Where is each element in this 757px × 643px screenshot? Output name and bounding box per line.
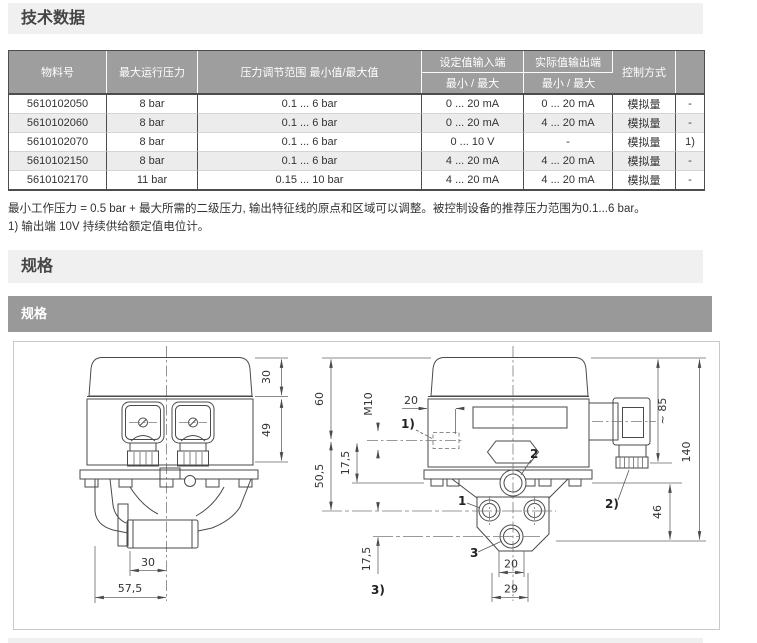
cell-range: 0.1 ... 6 bar	[198, 113, 422, 132]
table-row: 5610102150 8 bar 0.1 ... 6 bar 4 ... 20 …	[9, 151, 704, 170]
cell-footnote: 1)	[676, 132, 704, 151]
cell-max-pressure: 8 bar	[107, 132, 198, 151]
cell-part-number: 5610102060	[9, 113, 107, 132]
cell-max-pressure: 8 bar	[107, 93, 198, 113]
cell-range: 0.1 ... 6 bar	[198, 151, 422, 170]
footnote-min-pressure: 最小工作压力 = 0.5 bar + 最大所需的二级压力, 输出特征线的原点和区…	[8, 203, 646, 215]
cell-control: 模拟量	[613, 151, 676, 170]
cell-part-number: 5610102170	[9, 170, 107, 189]
cell-max-pressure: 8 bar	[107, 151, 198, 170]
footnote-output-10v: 1) 输出端 10V 持续供给额定值电位计。	[8, 220, 210, 233]
subheader-minmax-input: 最小 / 最大	[422, 73, 524, 93]
cell-output: 4 ... 20 mA	[524, 151, 613, 170]
col-header-setpoint-input: 设定值输入端	[422, 51, 524, 73]
cell-max-pressure: 11 bar	[107, 170, 198, 189]
cell-part-number: 5610102070	[9, 132, 107, 151]
cell-range: 0.1 ... 6 bar	[198, 132, 422, 151]
cell-input: 0 ... 10 V	[422, 132, 524, 151]
col-header-max-pressure: 最大运行压力	[107, 51, 198, 93]
cell-input: 0 ... 20 mA	[422, 93, 524, 113]
table-row: 5610102170 11 bar 0.15 ... 10 bar 4 ... …	[9, 170, 704, 189]
cell-output: 4 ... 20 mA	[524, 170, 613, 189]
col-header-actual-output: 实际值输出端	[524, 51, 613, 73]
col-header-control-mode: 控制方式	[613, 51, 676, 93]
footnotes: 最小工作压力 = 0.5 bar + 最大所需的二级压力, 输出特征线的原点和区…	[8, 201, 752, 236]
cell-input: 4 ... 20 mA	[422, 151, 524, 170]
cell-output: -	[524, 132, 613, 151]
cell-part-number: 5610102050	[9, 93, 107, 113]
col-header-part-number: 物料号	[9, 51, 107, 93]
table-row: 5610102060 8 bar 0.1 ... 6 bar 0 ... 20 …	[9, 113, 704, 132]
next-section-edge	[8, 638, 703, 643]
cell-footnote: -	[676, 151, 704, 170]
cell-max-pressure: 8 bar	[107, 113, 198, 132]
cell-range: 0.1 ... 6 bar	[198, 93, 422, 113]
cell-range: 0.15 ... 10 bar	[198, 170, 422, 189]
table-row: 5610102070 8 bar 0.1 ... 6 bar 0 ... 10 …	[9, 132, 704, 151]
col-header-footnote	[676, 51, 704, 93]
col-header-pressure-range: 压力调节范围 最小值/最大值	[198, 51, 422, 93]
section-title-technical-data: 技术数据	[8, 3, 703, 34]
cell-footnote: -	[676, 170, 704, 189]
cell-footnote: -	[676, 93, 704, 113]
cell-footnote: -	[676, 113, 704, 132]
cell-input: 4 ... 20 mA	[422, 170, 524, 189]
dimension-drawing-panel	[13, 341, 720, 630]
cell-control: 模拟量	[613, 132, 676, 151]
section-title-specifications: 规格	[8, 250, 703, 283]
cell-control: 模拟量	[613, 170, 676, 189]
cell-control: 模拟量	[613, 113, 676, 132]
cell-output: 4 ... 20 mA	[524, 113, 613, 132]
technical-data-table: 物料号 最大运行压力 压力调节范围 最小值/最大值 设定值输入端 实际值输出端 …	[8, 50, 705, 191]
table-row: 5610102050 8 bar 0.1 ... 6 bar 0 ... 20 …	[9, 93, 704, 113]
subsection-bar-specifications: 规格	[8, 296, 712, 332]
cell-input: 0 ... 20 mA	[422, 113, 524, 132]
cell-output: 0 ... 20 mA	[524, 93, 613, 113]
cell-control: 模拟量	[613, 93, 676, 113]
cell-part-number: 5610102150	[9, 151, 107, 170]
subheader-minmax-output: 最小 / 最大	[524, 73, 613, 93]
